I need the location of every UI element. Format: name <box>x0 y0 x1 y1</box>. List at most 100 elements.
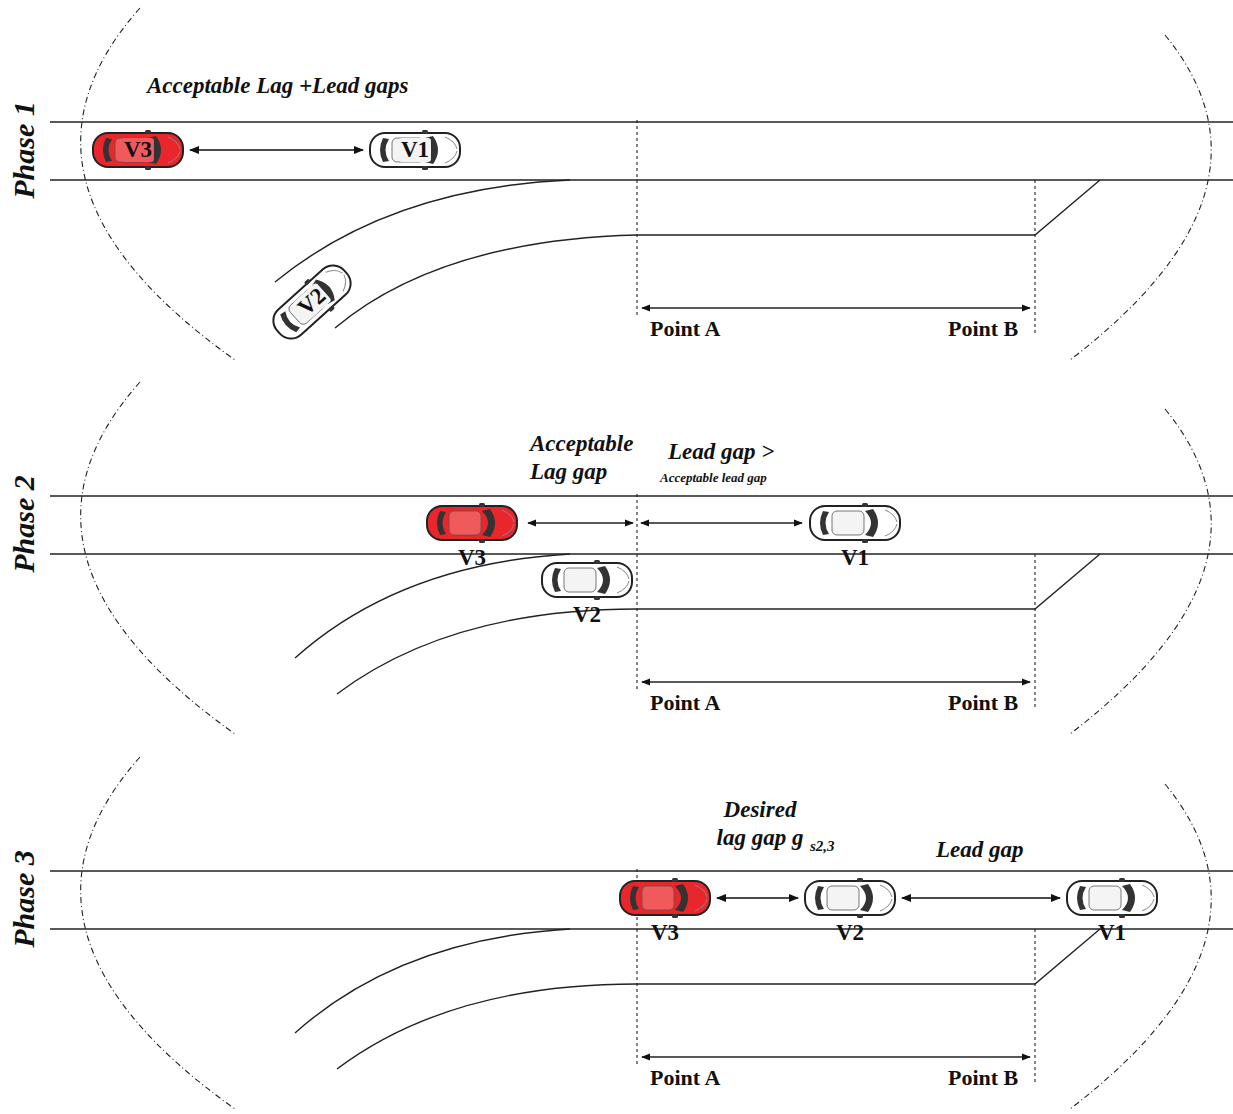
gap-label: Acceptable lead gap <box>660 470 767 486</box>
section-arc <box>81 757 235 1109</box>
road-line <box>637 929 1100 984</box>
vehicle: V1 <box>1064 877 1160 945</box>
car-mirror <box>594 560 600 564</box>
car-icon <box>807 502 903 544</box>
road-line <box>50 928 1233 929</box>
phase-panel <box>50 757 1233 1109</box>
point-a-line <box>636 120 637 318</box>
car-body <box>620 881 710 915</box>
road-line <box>637 180 1100 235</box>
vehicle-label: V3 <box>122 138 154 162</box>
car-hood-line <box>1142 885 1154 911</box>
car-windshield <box>597 566 610 594</box>
point-label: Point B <box>948 316 1018 342</box>
phase-panel <box>50 8 1233 360</box>
car-hood-line <box>502 510 514 536</box>
car-body <box>427 506 517 540</box>
road-line <box>50 870 1233 871</box>
car-mirror <box>857 878 863 882</box>
road-line <box>50 495 1233 496</box>
vehicle: V2 <box>802 877 898 945</box>
car-windshield <box>675 884 688 912</box>
car-hood-line <box>617 567 629 593</box>
gap-label: Lead gap > <box>668 438 774 466</box>
car-mirror <box>862 503 868 507</box>
road-line <box>335 235 637 328</box>
vehicle-label: V3 <box>424 546 520 570</box>
phase-label: Phase 3 <box>6 850 42 948</box>
car-mirror <box>862 539 868 543</box>
car-mirror <box>479 503 485 507</box>
car-rear-window <box>630 886 639 910</box>
dimension-arrow <box>642 681 1030 682</box>
gap-label: Acceptable Lag gap <box>530 430 655 485</box>
car-mirror <box>857 914 863 918</box>
car-icon <box>424 502 520 544</box>
road-line <box>275 180 570 282</box>
car-rear-window <box>437 511 446 535</box>
vehicle-label: V1 <box>399 138 431 162</box>
point-a-line <box>636 494 637 692</box>
car-rear-window <box>815 886 824 910</box>
car-mirror <box>304 278 311 285</box>
car-mirror <box>672 878 678 882</box>
car-rear-window <box>1077 886 1086 910</box>
point-label: Point A <box>650 316 720 342</box>
gap-label: Acceptable Lag +Lead gaps <box>147 72 409 100</box>
vehicle: V1 <box>807 502 903 570</box>
car-mirror <box>479 539 485 543</box>
car-icon <box>802 877 898 919</box>
vehicle: V3 <box>90 129 186 171</box>
car-icon <box>1064 877 1160 919</box>
car-mirror <box>328 305 335 312</box>
car-rear-window <box>552 568 561 592</box>
car-mirror <box>422 130 428 134</box>
car-windshield <box>482 509 495 537</box>
car-body <box>370 133 460 167</box>
car-hood-line <box>695 885 707 911</box>
point-label: Point B <box>948 690 1018 716</box>
car-mirror <box>672 914 678 918</box>
vehicle: V3 <box>617 877 713 945</box>
car-body <box>1067 881 1157 915</box>
car-windshield <box>1122 884 1135 912</box>
gap-arrow <box>528 522 633 523</box>
point-b-line <box>1034 929 1035 1084</box>
section-arc <box>81 382 235 734</box>
phase-label: Phase 1 <box>6 101 42 199</box>
vehicle-label: V3 <box>617 921 713 945</box>
gap-arrow <box>641 522 802 523</box>
gap-arrow <box>190 149 363 150</box>
dimension-arrow <box>642 307 1030 308</box>
car-rear-window <box>103 138 112 162</box>
phase-panel <box>50 382 1233 734</box>
car-mirror <box>145 130 151 134</box>
section-arc <box>1070 35 1211 360</box>
car-hood-line <box>885 510 897 536</box>
vehicle: V1 <box>367 129 463 171</box>
car-roof <box>564 568 596 592</box>
phase-roads <box>50 8 1233 1109</box>
car-body <box>805 881 895 915</box>
car-rear-window <box>380 138 389 162</box>
car-mirror <box>594 596 600 600</box>
gap-arrow <box>902 897 1060 898</box>
section-arc <box>1070 784 1211 1109</box>
car-body <box>810 506 900 540</box>
section-arc <box>1070 409 1211 734</box>
vehicle-label: V1 <box>807 546 903 570</box>
car-body <box>93 133 183 167</box>
gap-label: Lead gap <box>936 836 1024 864</box>
vehicle: V3 <box>424 502 520 570</box>
subscript-label: s2,3 <box>810 837 835 855</box>
car-hood-line <box>168 137 180 163</box>
vehicle: V2 <box>539 559 635 627</box>
road-line <box>337 984 637 1069</box>
car-body <box>267 259 357 344</box>
car-roof <box>827 886 859 910</box>
car-icon <box>539 559 635 601</box>
car-roof <box>1089 886 1121 910</box>
point-b-line <box>1034 554 1035 709</box>
car-icon <box>617 877 713 919</box>
